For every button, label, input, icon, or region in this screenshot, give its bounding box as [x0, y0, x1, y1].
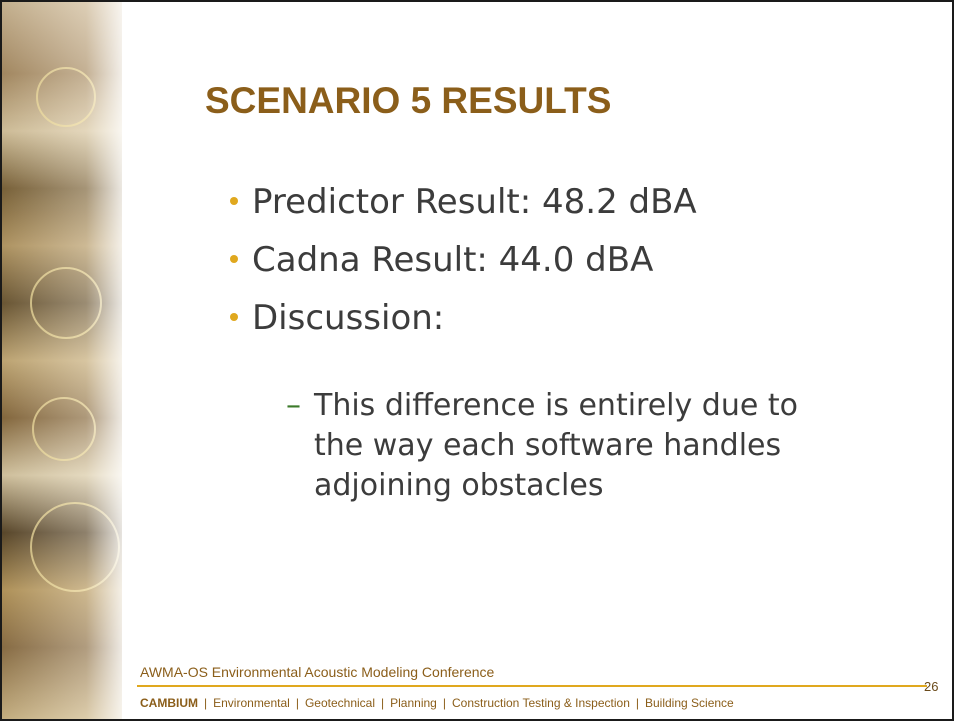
bullet-predictor-result: Predictor Result: 48.2 dBA: [230, 182, 697, 222]
footer-item-construction-testing: Construction Testing & Inspection: [451, 696, 630, 710]
conference-name: AWMA-OS Environmental Acoustic Modeling …: [140, 664, 495, 680]
photo-collage-strip: [2, 2, 122, 719]
bullet-text: Predictor Result: 48.2 dBA: [252, 182, 697, 222]
footer-item-environmental: Environmental: [213, 696, 290, 710]
sub-bullet-line: the way each software handles: [314, 428, 782, 463]
decorative-circle: [30, 267, 102, 339]
decorative-circle: [32, 397, 96, 461]
bullet-text: Discussion:: [252, 298, 445, 338]
footer-separator: |: [442, 696, 446, 710]
bullet-cadna-result: Cadna Result: 44.0 dBA: [230, 240, 697, 280]
decorative-circle: [30, 502, 120, 592]
bullet-dot-icon: [230, 255, 238, 263]
bullet-list: Predictor Result: 48.2 dBA Cadna Result:…: [230, 182, 697, 356]
footer-divider: [137, 685, 927, 687]
page-number: 26: [924, 679, 939, 694]
footer-item-building-science: Building Science: [645, 696, 734, 710]
bullet-discussion: Discussion:: [230, 298, 697, 338]
footer-separator: |: [635, 696, 639, 710]
footer-separator: |: [381, 696, 385, 710]
bullet-dot-icon: [230, 197, 238, 205]
footer-separator: |: [204, 696, 208, 710]
footer-item-geotechnical: Geotechnical: [304, 696, 376, 710]
decorative-circle: [36, 67, 96, 127]
company-brand: CAMBIUM: [140, 696, 198, 710]
sub-bullet-discussion: – This difference is entirely due to the…: [286, 386, 890, 506]
bullet-text: Cadna Result: 44.0 dBA: [252, 240, 654, 280]
sub-bullet-line: adjoining obstacles: [314, 468, 604, 503]
slide-title: SCENARIO 5 RESULTS: [205, 80, 612, 121]
bullet-dot-icon: [230, 313, 238, 321]
footer-company-line: CAMBIUM | Environmental | Geotechnical | Plann…: [140, 696, 734, 710]
sub-bullet-line: This difference is entirely due to: [314, 388, 798, 423]
dash-bullet-icon: –: [286, 388, 301, 423]
footer-item-planning: Planning: [390, 696, 437, 710]
footer-separator: |: [295, 696, 299, 710]
